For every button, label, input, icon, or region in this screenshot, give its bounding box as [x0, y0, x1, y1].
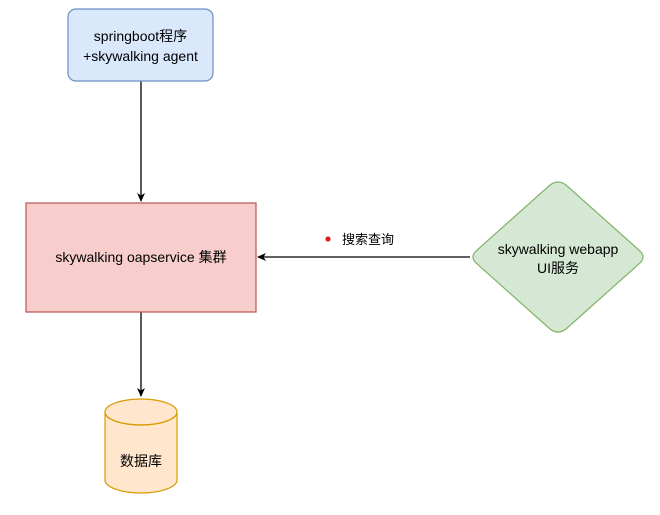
node-webapp-ui-service-label-line2: UI服务: [537, 260, 579, 276]
node-webapp-ui-service-label-line1: skywalking webapp: [498, 241, 619, 257]
node-springboot-app-box: [67, 8, 214, 82]
node-database-rim: [104, 411, 178, 426]
edge-label-search-query: 搜索查询: [342, 232, 394, 247]
node-webapp-ui-service-shape: [472, 181, 644, 333]
node-springboot-app-label-line2: +skywalking agent: [83, 48, 198, 64]
node-database[interactable]: 数据库: [104, 398, 178, 494]
node-oapservice-cluster[interactable]: skywalking oapservice 集群: [25, 202, 257, 313]
node-database-label: 数据库: [120, 453, 162, 469]
node-springboot-app-label-line1: springboot程序: [94, 28, 187, 44]
node-springboot-app[interactable]: springboot程序 +skywalking agent: [67, 8, 214, 82]
node-oapservice-cluster-box: [25, 202, 257, 313]
edge-label-bullet: [325, 236, 331, 242]
node-oapservice-cluster-label: skywalking oapservice 集群: [55, 249, 226, 265]
node-database-body: [104, 412, 178, 494]
node-webapp-ui-service[interactable]: skywalking webapp UI服务: [472, 181, 644, 333]
